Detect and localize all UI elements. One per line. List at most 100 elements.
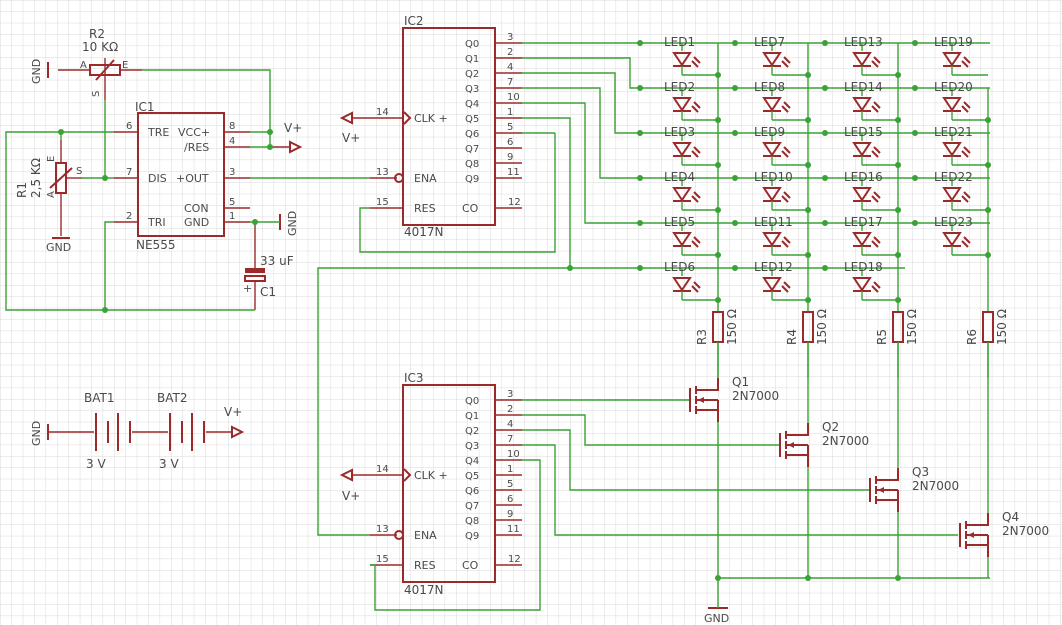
ic1-pinnum-6: 6 [126,121,132,132]
led-label: LED5 [664,215,695,229]
led[interactable]: LED19 [934,35,988,76]
ic-output-label: Q7 [465,501,479,512]
ic-output-pinnum: 2 [507,404,513,415]
bat1-battery[interactable]: BAT1 3 V [48,391,131,471]
led[interactable]: LED12 [754,260,808,301]
ic3-pinnum-15: 15 [376,554,389,565]
led-label: LED1 [664,35,695,49]
mosfet-part: 2N7000 [1002,524,1049,538]
r2-potentiometer[interactable]: R2 10 KΩ A E S [58,27,142,100]
led[interactable]: LED4 [664,170,718,211]
led[interactable]: LED5 [664,215,718,256]
ic-output-pinnum: 6 [507,137,513,148]
led-label: LED11 [754,215,793,229]
led[interactable]: LED21 [934,125,988,166]
led[interactable]: LED3 [664,125,718,166]
resistor-value: 150 Ω [815,309,829,345]
mosfet-name: Q3 [912,465,929,479]
led-label: LED20 [934,80,973,94]
led[interactable]: LED23 [934,215,988,256]
ic-output-label: Q3 [465,441,479,452]
led[interactable]: LED8 [754,80,808,121]
gnd-label-c1: GND [286,211,299,236]
ic-output-pinnum: 5 [507,122,513,133]
led[interactable]: LED17 [844,215,898,256]
led[interactable]: LED1 [664,35,718,76]
led[interactable]: LED9 [754,125,808,166]
resistor-name: R5 [875,329,889,345]
led[interactable]: LED14 [844,80,898,121]
led[interactable]: LED2 [664,80,718,121]
ic3-part: 4017N [404,583,444,597]
led-label: LED13 [844,35,883,49]
ic1-pinnum-2: 2 [126,211,132,222]
c1-name: C1 [260,285,276,299]
ic1-pin-tri: TRI [147,216,166,229]
c1-capacitor[interactable]: + 33 uF C1 [243,222,294,310]
ic1-ne555[interactable]: IC1 NE555 TRE DIS TRI 6 7 2 VCC+ /RES +O… [114,100,250,252]
ic3-name: IC3 [404,371,424,385]
led-label: LED4 [664,170,695,184]
ic-output-pinnum: 5 [507,479,513,490]
bat2-battery[interactable]: BAT2 3 V [132,391,232,471]
ic2-pinnum-15: 15 [376,197,389,208]
vplus-label-bat: V+ [224,405,242,419]
ic-output-label: Q0 [465,396,479,407]
ic1-part: NE555 [136,238,175,252]
led[interactable]: LED11 [754,215,808,256]
ic3-4017[interactable]: IC3 4017N Q03Q12Q24Q37Q410Q51Q65Q76Q89Q9… [370,371,522,597]
ic-output-label: Q8 [465,159,479,170]
ic2-pin-co: CO [462,202,479,215]
ic-output-pinnum: 1 [507,464,513,475]
led[interactable]: LED6 [664,260,718,301]
led[interactable]: LED20 [934,80,988,121]
led[interactable]: LED7 [754,35,808,76]
led-label: LED3 [664,125,695,139]
ic3-pin-res: RES [414,559,436,572]
bat2-value: 3 V [159,457,179,471]
ic2-pin-res: RES [414,202,436,215]
mosfet-part: 2N7000 [912,479,959,493]
led-label: LED22 [934,170,973,184]
led[interactable]: LED10 [754,170,808,211]
led-label: LED2 [664,80,695,94]
mosfet-name: Q4 [1002,510,1019,524]
ic-output-pinnum: 11 [507,524,520,535]
r1-potentiometer[interactable]: R1 2,5 KΩ A E S [15,140,82,236]
led-label: LED12 [754,260,793,274]
led-label: LED18 [844,260,883,274]
led[interactable]: LED16 [844,170,898,211]
ic-output-label: Q0 [465,39,479,50]
ic-output-pinnum: 9 [507,152,513,163]
resistor-name: R3 [695,329,709,345]
led[interactable]: LED18 [844,260,898,301]
ic2-name: IC2 [404,14,424,28]
led[interactable]: LED15 [844,125,898,166]
wires-columns [370,399,990,611]
mosfet-part: 2N7000 [732,389,779,403]
ic1-pinnum-8: 8 [229,121,235,132]
ic2-4017[interactable]: IC2 4017N Q03Q12Q24Q37Q410Q51Q65Q76Q89Q9… [370,14,522,239]
led[interactable]: LED13 [844,35,898,76]
c1-polarity: + [243,282,252,295]
resistor-value: 150 Ω [995,309,1009,345]
ic1-pin-res: /RES [184,141,209,154]
led-label: LED23 [934,215,973,229]
ic-output-label: Q1 [465,411,479,422]
led[interactable]: LED22 [934,170,988,211]
r2-pin-a: A [80,60,87,71]
ic-output-label: Q1 [465,54,479,65]
led-label: LED14 [844,80,883,94]
resistor-value: 150 Ω [905,309,919,345]
ic-output-label: Q7 [465,144,479,155]
ic1-pin-gnd: GND [184,216,209,229]
